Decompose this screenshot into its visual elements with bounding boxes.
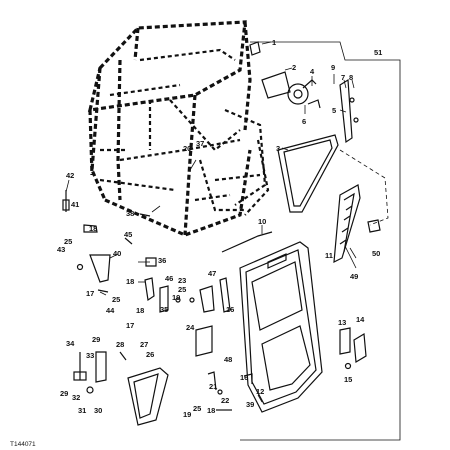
- callout-18-a: 18: [89, 224, 97, 233]
- callout-9: 9: [331, 63, 335, 72]
- phantom-outline: [339, 149, 389, 226]
- figure-id: T144071: [10, 441, 36, 448]
- lower-hardware: [207, 371, 253, 411]
- callout-10: 10: [258, 217, 266, 226]
- callout-49: 49: [350, 272, 358, 281]
- callout-45: 45: [124, 230, 132, 239]
- callout-20: 20: [183, 144, 191, 153]
- callout-5: 5: [332, 106, 336, 115]
- callout-25-a: 25: [64, 237, 72, 246]
- callout-28: 28: [116, 340, 124, 349]
- callout-51: 51: [374, 48, 382, 57]
- callout-44: 44: [106, 306, 115, 315]
- callout-29-upper: 29: [92, 335, 100, 344]
- callout-33: 33: [86, 351, 94, 360]
- hinges: [339, 327, 367, 370]
- leader-lines: [65, 41, 357, 403]
- callout-15: 15: [344, 375, 352, 384]
- callout-29-lower: 29: [60, 389, 68, 398]
- callout-16-lower: 16: [240, 373, 248, 382]
- callout-4: 4: [310, 67, 315, 76]
- callout-42: 42: [66, 171, 74, 180]
- callout-35: 35: [160, 305, 168, 314]
- callout-22: 22: [221, 396, 229, 405]
- callout-12: 12: [256, 387, 264, 396]
- weatherstrip: [221, 231, 273, 253]
- callout-32: 32: [72, 393, 80, 402]
- door-frame: [239, 241, 323, 413]
- callout-11: 11: [325, 251, 333, 260]
- callout-17-lower: 17: [126, 321, 134, 330]
- callout-19-lower: 19: [183, 410, 191, 419]
- callout-18-b: 18: [126, 277, 134, 286]
- callout-34: 34: [66, 339, 75, 348]
- callout-18-c: 18: [136, 306, 144, 315]
- callout-24: 24: [186, 323, 195, 332]
- middle-brackets: [159, 277, 231, 357]
- callout-47: 47: [208, 269, 216, 278]
- cab-frame: [87, 20, 270, 237]
- callout-39: 39: [246, 400, 254, 409]
- callout-41: 41: [71, 200, 79, 209]
- callout-18-d: 18: [207, 406, 215, 415]
- callout-7: 7: [341, 73, 345, 82]
- callout-19-upper: 19: [172, 293, 180, 302]
- callout-26: 26: [146, 350, 154, 359]
- group-boundary-line: [240, 41, 401, 441]
- callout-labels: 1 2 3 4 5 6 7 8 9 10 11 12 13 14 15 16 1…: [57, 38, 382, 419]
- callout-38: 38: [126, 209, 134, 218]
- callout-37: 37: [196, 139, 204, 148]
- callout-2: 2: [292, 63, 296, 72]
- callout-16-upper: 16: [226, 305, 234, 314]
- lower-door: [73, 351, 169, 426]
- callout-23: 23: [178, 276, 186, 285]
- upper-hardware: [249, 41, 359, 144]
- callout-50: 50: [372, 249, 380, 258]
- left-small-parts: [62, 190, 157, 302]
- callout-3: 3: [276, 144, 280, 153]
- callout-27: 27: [140, 340, 148, 349]
- callout-25-b: 25: [112, 295, 120, 304]
- callout-1: 1: [272, 38, 276, 47]
- callout-6: 6: [302, 117, 306, 126]
- callout-40: 40: [113, 249, 121, 258]
- callout-25-d: 25: [193, 404, 201, 413]
- callout-13: 13: [338, 318, 346, 327]
- callout-36: 36: [158, 256, 166, 265]
- callout-14: 14: [356, 315, 365, 324]
- latch-50: [367, 219, 381, 233]
- callout-31: 31: [78, 406, 86, 415]
- callout-30: 30: [94, 406, 102, 415]
- callout-21: 21: [209, 382, 217, 391]
- callout-43: 43: [57, 245, 65, 254]
- callout-17-upper: 17: [86, 289, 94, 298]
- callout-8: 8: [349, 73, 353, 82]
- rear-window: [277, 134, 339, 213]
- callout-25-c: 25: [178, 285, 186, 294]
- callout-48: 48: [224, 355, 232, 364]
- callout-46: 46: [165, 274, 173, 283]
- side-glass: [333, 184, 361, 264]
